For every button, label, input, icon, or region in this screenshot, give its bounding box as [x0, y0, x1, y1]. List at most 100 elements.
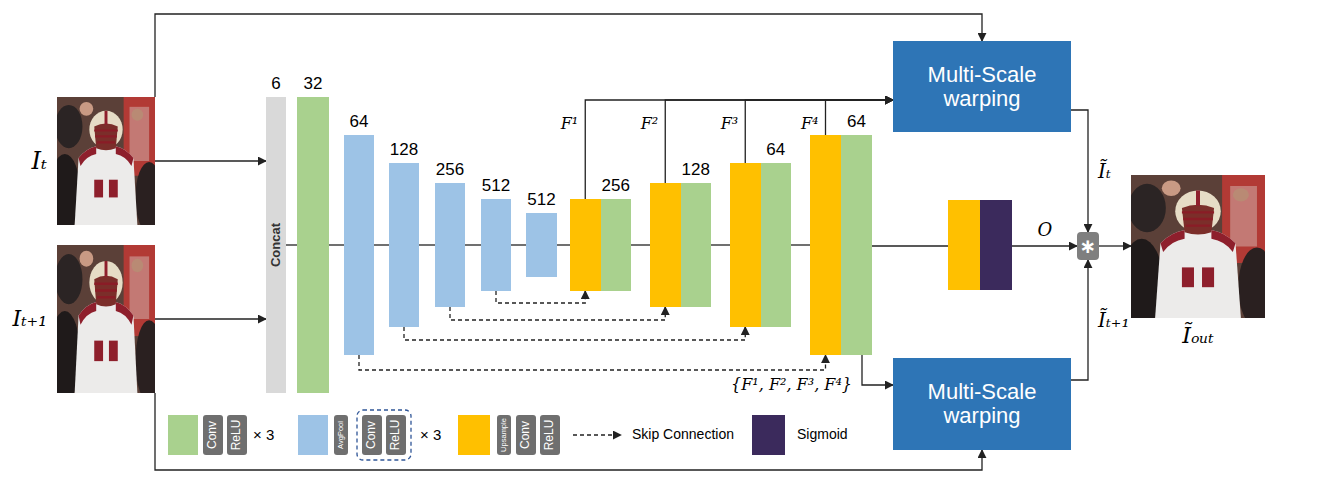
- legend-op-box: AvgPool: [334, 415, 348, 455]
- legend-text: Skip Connection: [630, 427, 736, 442]
- channel-count: 64: [766, 141, 785, 160]
- channel-count: 32: [304, 75, 323, 94]
- frame-label: Iₜ₊₁: [12, 307, 47, 331]
- multiply-operator: ∗: [1077, 232, 1099, 260]
- legend-op-box: Conv: [362, 415, 382, 455]
- up-block: 64: [810, 135, 872, 355]
- flow-arrow: [1071, 110, 1088, 232]
- box-title: Multi-Scale warping: [903, 380, 1061, 428]
- legend-down-swatch: [298, 415, 328, 455]
- op-name: Upsample: [500, 418, 508, 452]
- legend-op-box: Conv: [516, 415, 536, 455]
- feature-label: F²: [639, 115, 661, 133]
- channel-count: 128: [682, 161, 710, 180]
- feature-label: Ĩₜ₊₁: [1096, 309, 1131, 331]
- flow-arrow: [1099, 245, 1131, 246]
- repeat-bracket: [357, 410, 411, 460]
- legend-op-box: ReLU: [386, 415, 406, 455]
- flow-arrow: [286, 244, 297, 245]
- flow-arrow: [557, 244, 570, 245]
- feature-label: F³: [719, 115, 741, 133]
- flow-arrow: [1071, 260, 1088, 380]
- frame-label: Iₜ: [32, 148, 47, 174]
- flow-arrow: [711, 244, 730, 245]
- input-photo: [49, 245, 163, 402]
- upsample-block: [948, 200, 980, 290]
- flow-arrow: [862, 355, 893, 385]
- flow-arrow: [631, 244, 650, 245]
- skip-connection: [404, 327, 745, 340]
- warping-box: Multi-Scale warping: [893, 358, 1071, 450]
- input-photo: [49, 97, 163, 233]
- concat-label: Concat: [269, 223, 283, 267]
- channel-count: 512: [482, 177, 510, 196]
- flow-arrow: [419, 244, 435, 245]
- input-frame: Iₜ: [57, 97, 155, 225]
- flow-arrow: [329, 244, 344, 245]
- legend-op-box: Upsample: [497, 415, 511, 455]
- warping-box: Multi-Scale warping: [893, 41, 1071, 132]
- feature-label: F⁴: [799, 115, 821, 133]
- legend-op-box: Conv: [203, 415, 223, 455]
- legend-op-box: ReLU: [227, 415, 247, 455]
- feature-label: Ĩₜ: [1096, 160, 1113, 182]
- up-block: 64: [730, 163, 791, 327]
- skip-connection: [496, 291, 585, 303]
- op-name: ReLU: [543, 420, 556, 451]
- flow-arrow: [374, 244, 389, 245]
- down-block: 512: [481, 199, 511, 291]
- frame-label: Ĩₒᵤₜ: [1182, 324, 1213, 348]
- up-block: 256: [570, 199, 631, 291]
- channel-count: 64: [350, 113, 369, 132]
- legend-op-box: ReLU: [540, 415, 560, 455]
- channel-count: 128: [390, 141, 418, 160]
- op-name: Conv: [365, 421, 378, 449]
- down-block: 512: [526, 213, 557, 277]
- channel-count: 512: [527, 191, 555, 210]
- channel-count: 64: [847, 113, 866, 132]
- legend-sample-group: [573, 415, 785, 455]
- op-name: ReLU: [389, 420, 402, 451]
- output-photo: [1120, 175, 1275, 327]
- skip-connection: [359, 355, 826, 370]
- down-block: 128: [389, 163, 419, 327]
- box-title: Multi-Scale warping: [903, 62, 1061, 110]
- output-label: O: [1036, 220, 1055, 240]
- flow-arrow: [826, 100, 894, 135]
- repeat-count: × 3: [251, 427, 276, 444]
- up-block: 128: [650, 183, 711, 307]
- output-frame: Ĩₒᵤₜ: [1131, 175, 1265, 318]
- conv-block: 32: [297, 97, 329, 393]
- flow-arrow: [155, 160, 266, 161]
- legend-swatch: [752, 415, 785, 455]
- skip-connection: [450, 307, 665, 320]
- legend-sample: [573, 434, 621, 435]
- down-block: 64: [344, 135, 374, 355]
- flow-arrow: [155, 14, 982, 97]
- operator-symbol: ∗: [1080, 235, 1097, 257]
- repeat-count: × 3: [418, 427, 443, 444]
- flow-arrow: [465, 244, 481, 245]
- down-block: 256: [435, 183, 465, 307]
- sigmoid-block: [980, 200, 1012, 290]
- feature-label: F¹: [559, 115, 581, 133]
- legend-conv-swatch: [168, 415, 198, 455]
- op-name: ReLU: [230, 420, 243, 451]
- op-name: Conv: [206, 421, 219, 449]
- channel-count: 256: [602, 177, 630, 196]
- legend-text: Sigmoid: [795, 427, 850, 442]
- flow-arrow: [511, 244, 526, 245]
- feature-label: {F¹, F², F³, F⁴}: [729, 376, 854, 394]
- channel-count: 256: [436, 161, 464, 180]
- legend-up-swatch: [458, 415, 490, 455]
- input-frame: Iₜ₊₁: [57, 245, 155, 393]
- channel-count: 6: [271, 75, 280, 94]
- op-name: Conv: [519, 421, 532, 449]
- flow-arrow: [155, 393, 982, 470]
- flow-arrow: [791, 244, 810, 245]
- concat-bar: 6Concat: [266, 97, 286, 393]
- connector-group: [155, 14, 1131, 470]
- op-name: AvgPool: [337, 421, 345, 449]
- flow-arrow: [155, 318, 266, 319]
